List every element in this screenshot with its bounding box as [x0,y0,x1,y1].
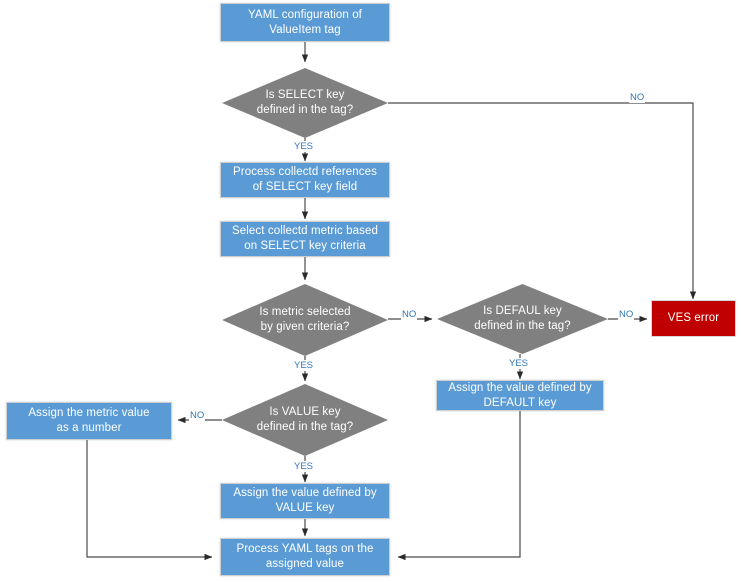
node-assign-number-line1: Assign the metric value [28,407,150,419]
node-decision-metric-selected-line2: by given criteria? [260,321,350,333]
node-process-references: Process collectd references of SELECT ke… [220,162,390,198]
edge-label-metric-yes: YES [293,360,315,371]
node-select-metric: Select collectd metric based on SELECT k… [220,221,390,257]
edge-label-value-yes: YES [293,461,315,472]
node-process-tags: Process YAML tags on the assigned value [220,538,390,576]
diamond-shape-defaul-key [437,284,608,354]
node-assign-number: Assign the metric value as a number [6,402,172,440]
node-select-metric-line2: on SELECT key criteria [244,240,366,252]
edge-label-select-no: NO [629,92,646,103]
node-decision-select-key-line1: Is SELECT key [265,89,345,101]
node-assign-default: Assign the value defined by DEFAULT key [436,380,604,411]
node-decision-defaul-key: Is DEFAUL key defined in the tag? [437,284,608,354]
node-process-tags-line1: Process YAML tags on the [236,543,374,555]
node-start: YAML configuration of ValueItem tag [220,3,390,42]
node-start-line2: ValueItem tag [269,23,341,36]
edge-label-select-yes: YES [293,141,315,152]
edge-label-defaul-yes: YES [508,358,530,369]
node-decision-metric-selected: Is metric selected by given criteria? [222,284,388,356]
edge-label-value-no: NO [189,410,206,421]
node-assign-value: Assign the value defined by VALUE key [220,483,390,519]
node-assign-number-line2: as a number [56,422,122,434]
node-assign-value-line2: VALUE key [275,502,335,514]
node-process-references-line1: Process collectd references [233,166,377,178]
node-decision-value-key-line2: defined in the tag? [256,421,354,433]
node-process-references-line2: of SELECT key field [252,181,358,193]
node-assign-default-line1: Assign the value defined by [448,381,592,394]
edge-label-defaul-no: NO [618,309,635,320]
diamond-shape-value-key [222,384,388,456]
node-select-metric-line1: Select collectd metric based [232,225,378,237]
node-ves-error: VES error [651,300,736,337]
node-decision-value-key-line1: Is VALUE key [269,406,341,418]
node-ves-error-label: VES error [667,312,720,324]
node-process-tags-line2: assigned value [265,558,345,570]
node-assign-value-line1: Assign the value defined by [233,487,377,499]
node-decision-defaul-key-line2: defined in the tag? [474,320,571,332]
edge-label-metric-no: NO [401,309,418,320]
node-start-line1: YAML configuration of [248,8,362,21]
node-decision-metric-selected-line1: Is metric selected [259,306,351,318]
node-decision-defaul-key-line1: Is DEFAUL key [483,305,562,317]
diamond-shape-select-key [222,68,388,138]
node-decision-select-key-line2: defined in the tag? [256,104,354,116]
node-assign-default-line2: DEFAULT key [483,396,557,409]
diamond-shape-metric-selected [222,284,388,356]
node-decision-value-key: Is VALUE key defined in the tag? [222,384,388,456]
node-decision-select-key: Is SELECT key defined in the tag? [222,68,388,138]
